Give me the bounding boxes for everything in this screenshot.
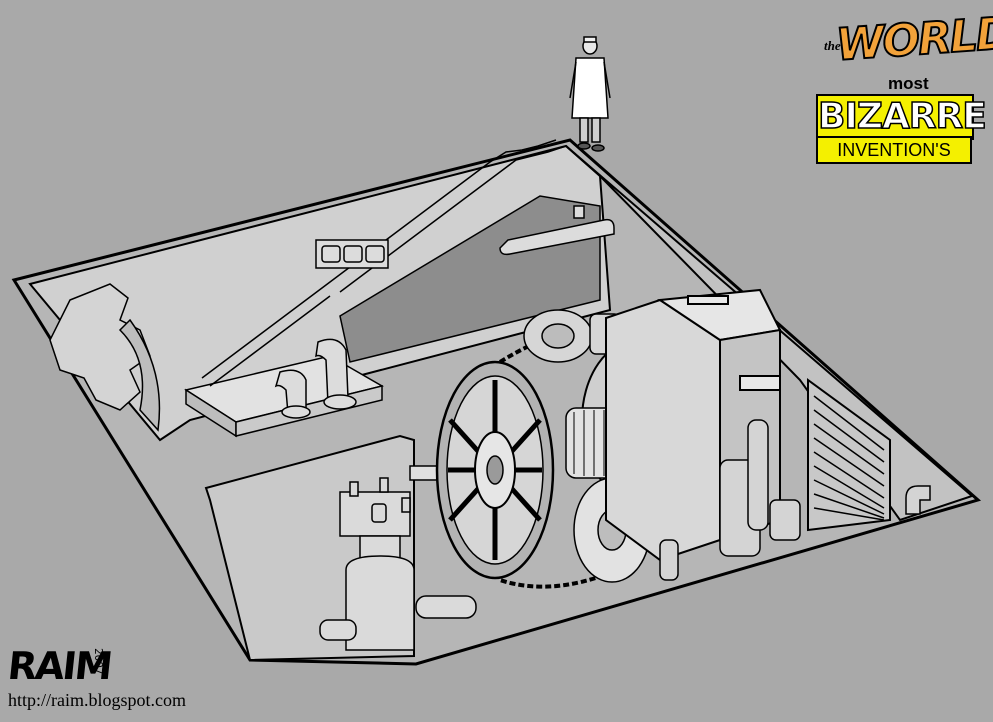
right-pipes xyxy=(659,419,801,581)
world-most-bizarre-inventions-logo: WORLD the most BIZARRE INVENTION'S xyxy=(814,7,993,164)
floor-elbow-pipes xyxy=(274,338,357,419)
logo-most-text: most xyxy=(888,74,929,93)
wall-pipes-upper xyxy=(315,205,615,269)
logo-bizarre-banner: BIZARRE xyxy=(816,94,988,140)
large-sprocket-wheel xyxy=(435,360,555,580)
logo-world-text: WORLD xyxy=(833,7,993,72)
wall-gear-left xyxy=(49,283,161,432)
logo-inventions-banner: INVENTION'S xyxy=(816,136,972,164)
lower-chamber-machinery xyxy=(319,477,477,651)
standing-man xyxy=(569,36,611,152)
logo-the-text: the xyxy=(824,38,841,53)
louvered-vent xyxy=(807,378,891,532)
signature-year: 2007 xyxy=(92,648,105,675)
blog-url: http://raim.blogspot.com xyxy=(8,690,186,710)
right-elbow-pipe xyxy=(905,485,931,515)
